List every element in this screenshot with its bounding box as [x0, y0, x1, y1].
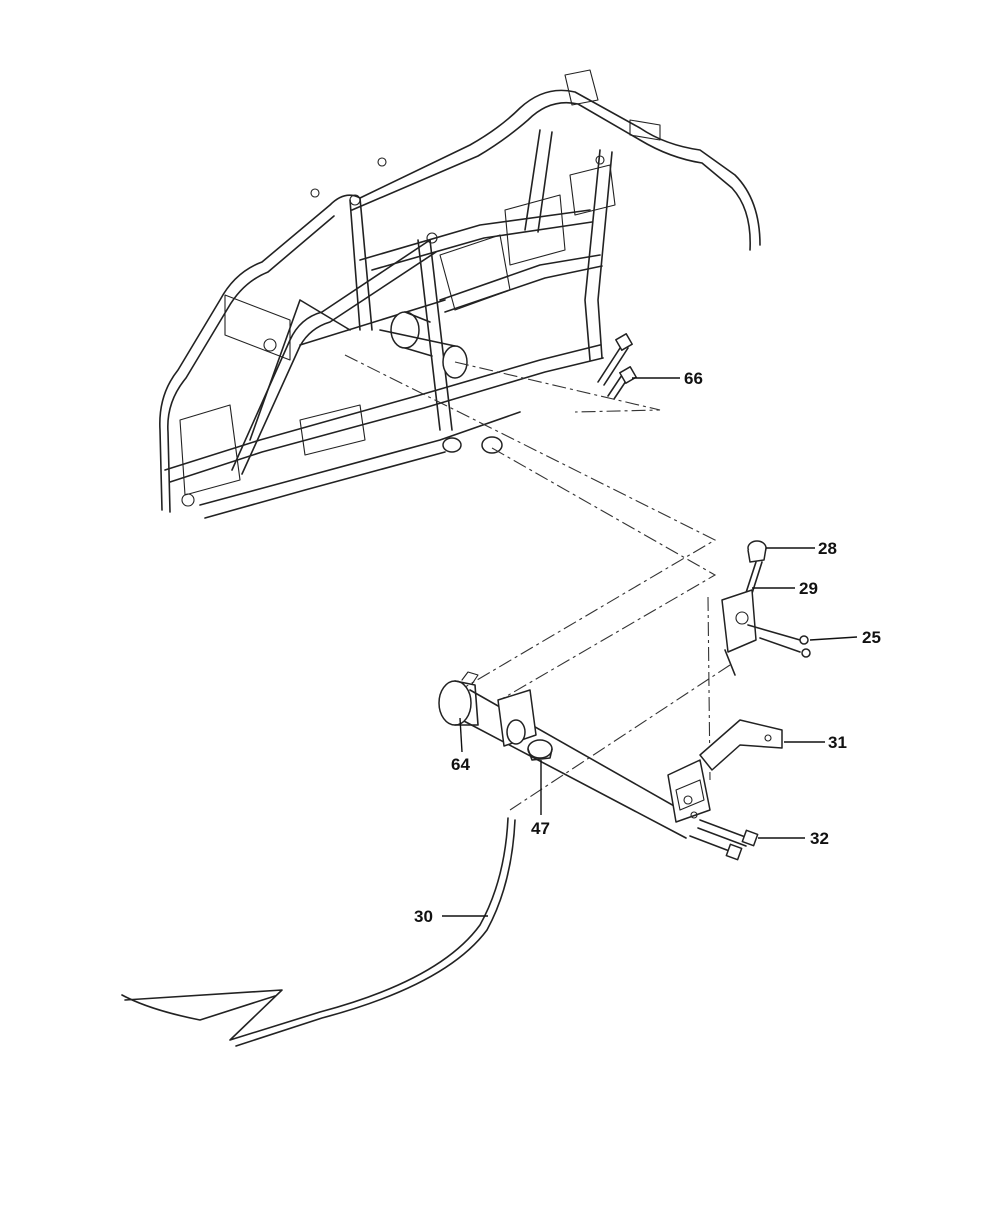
bolt-66 — [597, 333, 637, 400]
bracket-31 — [699, 719, 783, 771]
callout-labels: 66 28 29 25 31 64 47 32 30 — [414, 369, 881, 926]
cross-shaft-assembly — [438, 671, 711, 839]
callout-31: 31 — [828, 733, 847, 752]
callout-28: 28 — [818, 539, 837, 558]
callout-64: 64 — [451, 755, 470, 774]
chassis-frame — [159, 69, 761, 519]
callout-66: 66 — [684, 369, 703, 388]
callout-32: 32 — [810, 829, 829, 848]
callout-47: 47 — [531, 819, 550, 838]
callout-leaders — [442, 377, 858, 917]
bolt-32 — [689, 819, 759, 861]
lever-assembly — [721, 540, 811, 676]
callout-30: 30 — [414, 907, 433, 926]
callout-29: 29 — [799, 579, 818, 598]
callout-25: 25 — [862, 628, 881, 647]
cable-30 — [121, 817, 516, 1047]
